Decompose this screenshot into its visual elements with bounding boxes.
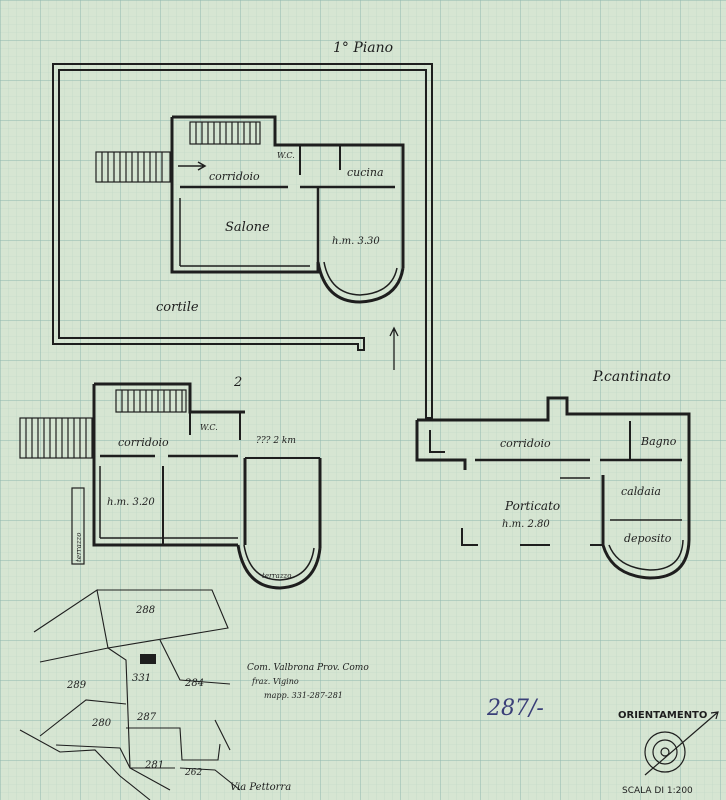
basement-portico-label: Porticato	[504, 499, 560, 513]
parcel-label-288: 288	[135, 605, 155, 616]
first-floor-kitchen-label: cucina	[347, 166, 384, 179]
ground-floor-hall-fragment: ??? 2 km	[256, 436, 296, 446]
left-terrace-label: terrazzo	[75, 533, 83, 562]
ground-floor-wc-label: W.C.	[200, 423, 218, 432]
first-floor-living-room-label: Salone	[225, 220, 270, 235]
caption-line-1: Com. Valbrona Prov. Como	[247, 663, 369, 673]
basement-storage-label: deposito	[624, 532, 672, 545]
orientation-label: ORIENTAMENTO	[618, 710, 707, 721]
parcel-label-284: 284	[184, 678, 204, 689]
house-marker	[140, 654, 156, 664]
cadastral-map	[19, 589, 241, 800]
parcel-label-280: 280	[91, 718, 112, 729]
ground-floor-height-label: h.m. 3.20	[107, 497, 155, 508]
entrance-arrow	[178, 161, 207, 171]
courtyard-boundary	[52, 63, 433, 419]
first-floor-stair	[189, 121, 261, 145]
courtyard-label: cortile	[156, 300, 199, 315]
first-floor-plan	[170, 115, 405, 304]
basement-boiler-label: caldaia	[621, 485, 661, 498]
first-floor-title: 1° Piano	[333, 40, 393, 56]
parcel-label-331: 331	[132, 673, 151, 684]
street-label: Via Pettorra	[230, 782, 291, 793]
basement-title: P.cantinato	[592, 369, 671, 385]
first-floor-wc-label: W.C.	[277, 151, 295, 160]
compass-icon	[644, 711, 719, 776]
ground-floor-marker: 2	[233, 375, 242, 390]
ground-floor-corridor-label: corridoio	[118, 436, 169, 449]
ground-floor-exterior-stair	[19, 417, 93, 459]
first-floor-exterior-stair	[95, 151, 171, 183]
caption-line-3: mapp. 331-287-281	[264, 691, 343, 700]
first-floor-corridor-label: corridoio	[209, 170, 260, 183]
basement-plan	[415, 396, 691, 580]
ground-floor-stair	[115, 389, 187, 413]
handwritten-number: 287/-	[486, 696, 544, 721]
basement-bathroom-label: Bagno	[640, 435, 677, 448]
left-terrace	[71, 487, 85, 565]
parcel-label-281: 281	[144, 760, 164, 771]
caption-line-2: fraz. Vigino	[251, 677, 299, 686]
scale-label: SCALA DI 1:200	[622, 786, 693, 796]
basement-corridor-label: corridoio	[500, 437, 551, 450]
parcel-label-287: 287	[136, 712, 157, 723]
ground-floor-plan	[92, 382, 322, 590]
bottom-terrace-label: terrazzo	[262, 572, 291, 580]
passage-arrow	[389, 326, 399, 370]
first-floor-height-label: h.m. 3.30	[332, 236, 380, 247]
basement-height-label: h.m. 2.80	[502, 519, 550, 530]
parcel-label-262: 262	[184, 768, 202, 778]
parcel-label-289: 289	[66, 680, 87, 691]
